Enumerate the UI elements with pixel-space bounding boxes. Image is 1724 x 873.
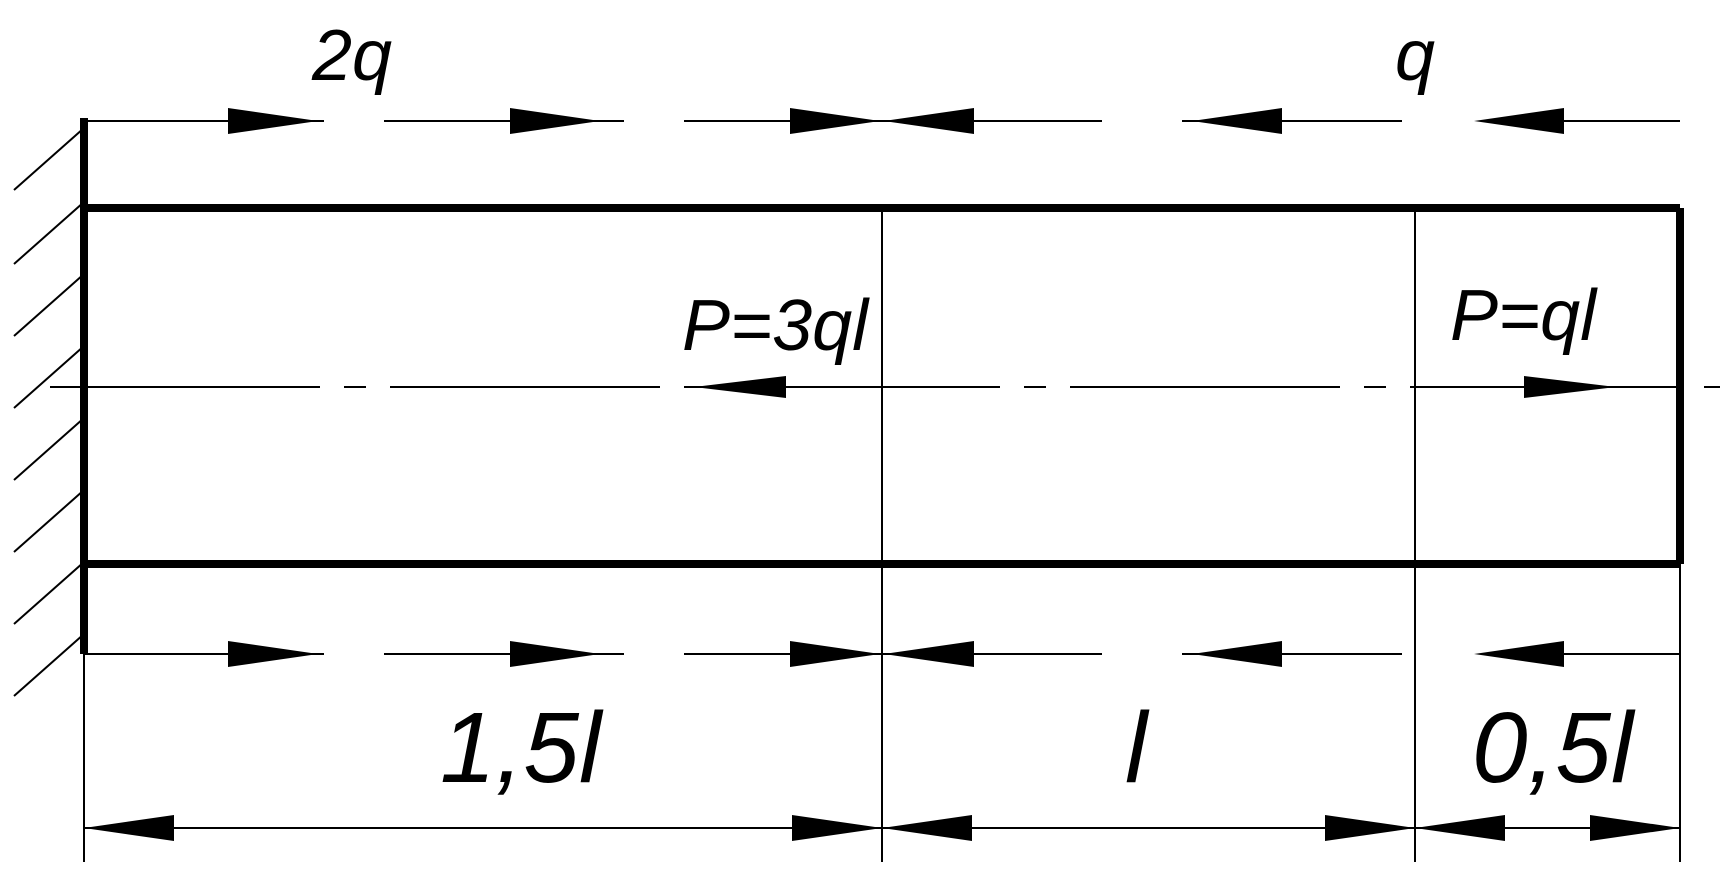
fixed-support bbox=[13, 118, 88, 697]
force-left-arrow bbox=[694, 376, 786, 398]
hatch-line bbox=[13, 417, 85, 481]
dimension-label-1-5l: 1,5l bbox=[440, 692, 604, 804]
dimension-arrow-left bbox=[882, 815, 972, 841]
dimension-arrows bbox=[84, 815, 1680, 841]
force-right-arrow bbox=[1524, 376, 1616, 398]
dimension-arrow-right bbox=[1325, 815, 1415, 841]
load-arrows-bottom bbox=[228, 641, 1564, 667]
dimension-label-l: l bbox=[1125, 692, 1150, 804]
load-arrow-right bbox=[228, 641, 318, 667]
hatch-line bbox=[13, 273, 85, 337]
load-arrows-top bbox=[228, 108, 1564, 134]
distributed-load-top bbox=[84, 108, 1680, 134]
force-label-ql: P=ql bbox=[1450, 276, 1598, 356]
load-arrow-right bbox=[790, 108, 880, 134]
load-label-2q: 2q bbox=[311, 16, 392, 96]
hatch-line bbox=[13, 633, 85, 697]
load-arrow-right bbox=[510, 641, 600, 667]
wall-hatching bbox=[13, 127, 85, 697]
load-arrow-left bbox=[1192, 641, 1282, 667]
load-arrow-left bbox=[1474, 641, 1564, 667]
hatch-line bbox=[13, 561, 85, 625]
dimension-arrow-left bbox=[84, 815, 174, 841]
load-arrow-left bbox=[884, 108, 974, 134]
load-arrow-left bbox=[1192, 108, 1282, 134]
load-arrow-right bbox=[790, 641, 880, 667]
dimension-arrow-left bbox=[1415, 815, 1505, 841]
hatch-line bbox=[13, 345, 85, 409]
load-arrow-left bbox=[1474, 108, 1564, 134]
dimension-line bbox=[84, 815, 1680, 841]
dimension-label-0-5l: 0,5l bbox=[1472, 692, 1636, 804]
force-label-3ql: P=3ql bbox=[682, 286, 870, 366]
force-right bbox=[1524, 376, 1616, 398]
hatch-line bbox=[13, 489, 85, 553]
force-left bbox=[694, 376, 786, 398]
hatch-line bbox=[13, 201, 85, 265]
load-arrow-right bbox=[510, 108, 600, 134]
load-arrow-left bbox=[884, 641, 974, 667]
dimension-arrow-right bbox=[1590, 815, 1680, 841]
beam bbox=[84, 204, 1684, 862]
dimension-arrow-right bbox=[792, 815, 882, 841]
load-label-q: q bbox=[1395, 16, 1435, 96]
load-arrow-right bbox=[228, 108, 318, 134]
distributed-load-bottom bbox=[84, 641, 1680, 667]
hatch-line bbox=[13, 127, 85, 191]
